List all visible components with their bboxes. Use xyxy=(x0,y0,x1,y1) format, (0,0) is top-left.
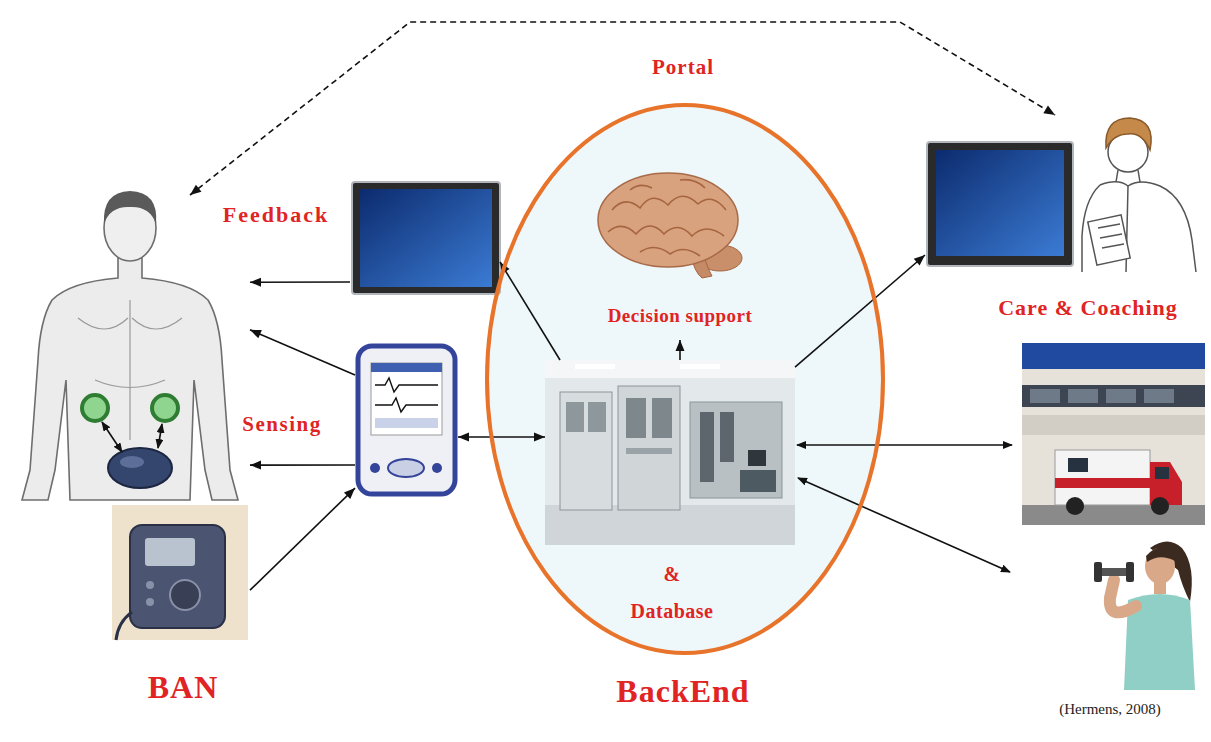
server-room-photo xyxy=(545,360,795,545)
care-coaching-node: Care & Coaching xyxy=(925,115,1200,275)
feedback-monitor-node: Feedback xyxy=(350,178,500,298)
connector-arrow xyxy=(250,488,355,590)
arrow-head xyxy=(190,185,201,195)
dashed-connector xyxy=(190,22,1055,195)
ambulance-photo xyxy=(1022,343,1205,525)
connector-line xyxy=(795,255,925,367)
connector-arrow xyxy=(500,262,560,360)
database-node: & Database xyxy=(545,360,795,632)
arrow-head xyxy=(914,255,925,266)
arrow-head xyxy=(250,330,262,338)
sensing-label: Sensing xyxy=(242,412,321,437)
man-figure xyxy=(22,191,238,500)
backend-ellipse: PortalBackEndDecision support& Database xyxy=(485,103,885,655)
connector-line xyxy=(250,281,350,283)
ellipse-outline-path xyxy=(487,105,883,653)
connector-arrow xyxy=(458,432,545,441)
arrow-head xyxy=(250,461,261,470)
nurse-sketch xyxy=(1082,118,1196,272)
connector-arrow xyxy=(795,255,925,367)
arrow-head xyxy=(534,432,545,441)
citation-label: (Hermens, 2008) xyxy=(1059,700,1161,718)
feedback-monitor xyxy=(352,182,500,294)
arrow-head xyxy=(344,488,355,499)
connector-arrow xyxy=(250,461,355,470)
decision-support-node: Decision support xyxy=(560,165,800,340)
pda-node: Sensing xyxy=(355,343,458,497)
arrow-head xyxy=(458,432,469,441)
ban-label: BAN xyxy=(148,668,219,706)
care-coaching-label: Care & Coaching xyxy=(998,295,1178,321)
monitoring-device xyxy=(112,505,248,640)
decision-support-label: Decision support xyxy=(608,305,753,328)
connector-line xyxy=(250,488,355,590)
connector-line xyxy=(250,464,355,466)
connector-arrow xyxy=(676,340,685,360)
connector-line xyxy=(500,262,560,360)
database-label: & Database xyxy=(628,556,716,630)
fitness-arrow xyxy=(798,478,1010,572)
ban-group: BAN xyxy=(12,195,250,640)
ellipse-ground xyxy=(487,105,883,653)
ambulance-arrow xyxy=(797,444,1012,446)
connector-arrow xyxy=(250,278,350,287)
arrow-head xyxy=(1043,105,1055,115)
portal-label: Portal xyxy=(652,55,714,80)
care-monitor xyxy=(927,142,1073,266)
connector-arrow xyxy=(250,330,355,375)
brain-image xyxy=(598,173,742,278)
connector-line xyxy=(250,330,355,375)
connector-line xyxy=(190,22,1055,195)
pda-device xyxy=(358,346,455,494)
arrow-head xyxy=(250,278,261,287)
connector-line xyxy=(458,436,545,438)
ellipse-outline xyxy=(485,103,885,655)
feedback-label: Feedback xyxy=(223,202,329,228)
woman-with-dumbbell xyxy=(1094,542,1195,691)
arrow-head xyxy=(676,340,685,351)
backend-label: BackEnd xyxy=(616,672,749,710)
